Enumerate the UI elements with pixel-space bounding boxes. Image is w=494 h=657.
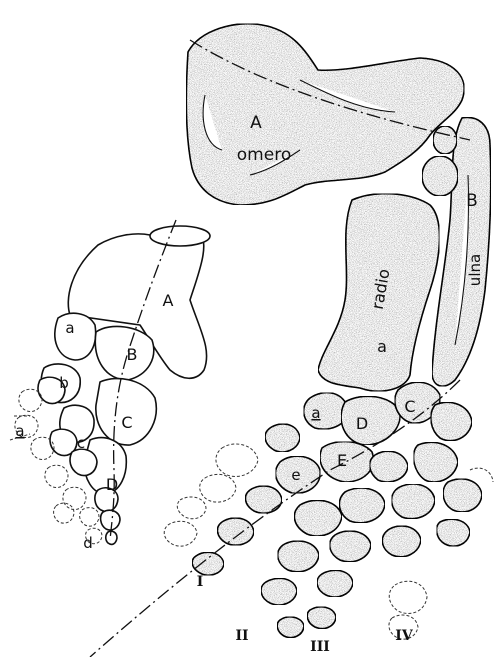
label-B-ulna: B <box>466 191 478 211</box>
label-digit-II: II <box>235 628 248 644</box>
label-omero: omero <box>237 145 291 165</box>
label-e: e <box>291 466 300 484</box>
small-label-B: B <box>127 345 138 364</box>
label-a-radius: a <box>377 337 387 356</box>
elbow-bone-1 <box>422 156 458 196</box>
small-bone-a <box>55 313 96 360</box>
small-bone-extra-3 <box>70 449 97 475</box>
carpal-extra-4 <box>414 442 458 482</box>
small-label-C: C <box>121 413 132 432</box>
digit-bones <box>192 479 482 638</box>
label-digit-IV: IV <box>395 628 414 644</box>
small-flipper <box>10 220 210 544</box>
small-label-a: a <box>65 319 74 337</box>
small-bone-extra-5 <box>101 510 120 530</box>
carpal-extra-2 <box>265 424 300 452</box>
small-bone-C <box>96 379 156 446</box>
label-A-humerus: A <box>250 113 262 133</box>
carpal-extra-1 <box>431 402 472 440</box>
small-bone-tip <box>106 531 117 544</box>
carpal-extra-3 <box>370 451 408 482</box>
label-D: D <box>356 414 368 433</box>
small-label-d: d <box>83 534 93 552</box>
small-bone-B <box>95 326 153 380</box>
carpal-D <box>341 396 400 445</box>
small-label-A: A <box>163 291 174 310</box>
label-E: E <box>337 451 347 470</box>
label-C: C <box>404 397 415 416</box>
small-label-D: D <box>106 475 118 494</box>
small-humerus-head <box>150 226 210 246</box>
label-digit-III: III <box>310 639 330 655</box>
label-ulna: ulna <box>466 254 484 286</box>
small-label-c: c <box>77 434 85 452</box>
label-digit-I: I <box>197 574 204 590</box>
elbow-bone-2 <box>433 126 457 154</box>
label-a-underlined: a <box>311 404 320 422</box>
small-label-b: b <box>59 374 69 392</box>
small-label-a-underlined: a <box>15 422 24 440</box>
